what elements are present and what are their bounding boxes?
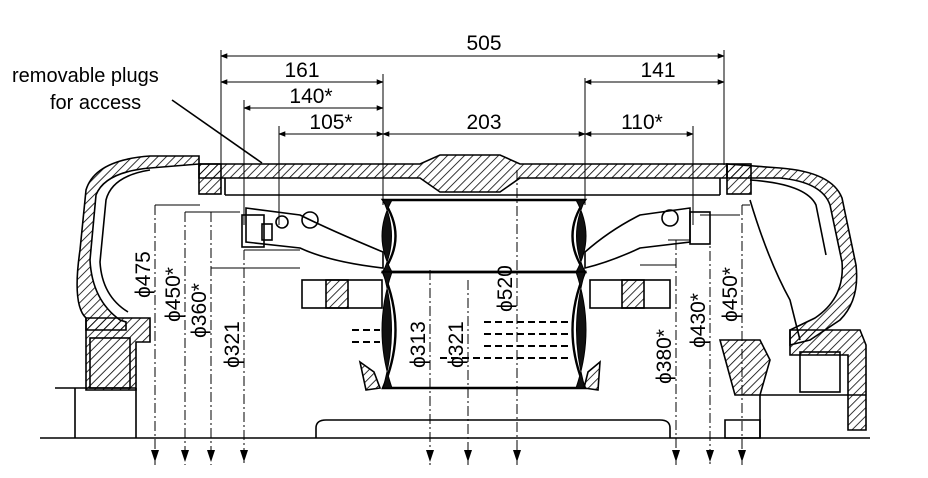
note-leader — [171, 99, 263, 164]
dia-475: ϕ475 — [132, 251, 155, 298]
dia-360: ϕ360* — [188, 283, 211, 338]
note-line-2: for access — [50, 92, 141, 114]
right-arm — [584, 207, 691, 270]
diameter-lines — [151, 170, 750, 465]
dim-203-label: 203 — [466, 111, 501, 134]
top-plate — [198, 154, 728, 193]
right-hub — [718, 339, 771, 396]
right-bottom-housing — [789, 329, 867, 431]
left-arm — [245, 207, 384, 269]
note-line-1: removable plugs — [12, 65, 159, 87]
upper-flex-element — [380, 198, 588, 274]
left-bottom-housing — [85, 317, 151, 391]
horizontal-dimensions: 505 161 141 140* 105* 203 110* — [220, 32, 725, 225]
dia-321-center: ϕ321 — [445, 321, 468, 368]
dia-313: ϕ313 — [407, 321, 430, 368]
dia-430: ϕ430* — [687, 293, 710, 348]
dim-105-label: 105* — [309, 111, 352, 134]
dim-161-label: 161 — [284, 59, 319, 82]
diameter-labels: ϕ475 ϕ450* ϕ360* ϕ321 ϕ313 ϕ321 ϕ520 ϕ38… — [132, 251, 742, 384]
dia-380: ϕ380* — [653, 329, 676, 384]
dim-140-label: 140* — [289, 85, 332, 108]
left-flange — [198, 163, 222, 195]
dia-450-left: ϕ450* — [162, 267, 185, 322]
dim-110-label: 110* — [621, 111, 663, 134]
dia-520: ϕ520 — [494, 265, 517, 312]
dia-450-right: ϕ450* — [719, 267, 742, 322]
dim-141-label: 141 — [640, 59, 675, 82]
coupling-assembly — [40, 154, 870, 439]
dim-505-label: 505 — [466, 32, 501, 55]
right-flange — [726, 163, 752, 195]
access-plug-note: removable plugs for access — [12, 65, 263, 164]
dia-321-left: ϕ321 — [221, 321, 244, 368]
